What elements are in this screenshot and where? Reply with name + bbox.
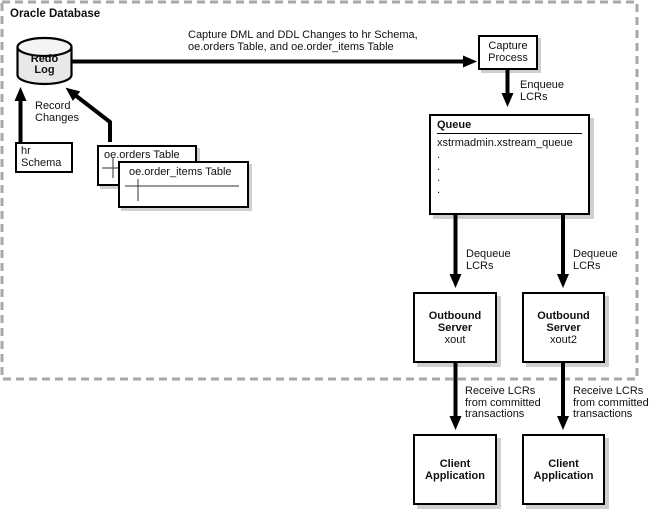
outbound-server-xout-title: Outbound Server [428, 309, 482, 334]
oracle-database-label: Oracle Database [10, 8, 101, 20]
record-changes-label: Record Changes [35, 100, 80, 124]
queue-box: Queue xstrmadmin.xstream_queue . . . . [429, 114, 590, 215]
client-application-box-right: Client Application [522, 434, 605, 505]
queue-title: Queue [437, 119, 582, 134]
outbound-server-xout-name: xout [444, 333, 466, 346]
client-application-label-left: Client Application [425, 457, 485, 482]
receive-lcrs-label-left: Receive LCRs from committed transactions [465, 385, 541, 420]
oe-orders-table-label: oe.orders Table [104, 149, 180, 161]
hr-schema-box: hr Schema [15, 142, 73, 173]
enqueue-lcrs-label: Enqueue LCRs [520, 79, 565, 103]
client-application-label-right: Client Application [533, 457, 594, 482]
redo-log-label: Redo Log [30, 53, 59, 76]
hr-schema-label: hr Schema [21, 145, 62, 169]
queue-dots: . . . . [437, 149, 441, 196]
outbound-server-xout2-name: xout2 [550, 333, 577, 346]
client-application-box-left: Client Application [413, 434, 497, 505]
capture-changes-label: Capture DML and DDL Changes to hr Schema… [188, 29, 418, 53]
queue-name: xstrmadmin.xstream_queue [437, 137, 573, 149]
orders-to-redo-arrow [65, 87, 112, 142]
capture-process-box: Capture Process [478, 35, 538, 70]
outbound-server-xout-box: Outbound Server xout [413, 292, 497, 363]
outbound-server-xout2-box: Outbound Server xout2 [522, 292, 605, 363]
dequeue-lcrs-label-left: Dequeue LCRs [466, 248, 511, 272]
capture-process-label: Capture Process [488, 40, 528, 64]
oe-order-items-table-label: oe.order_items Table [129, 166, 232, 178]
dequeue-lcrs-label-right: Dequeue LCRs [573, 248, 618, 272]
oe-order-items-table-box: oe.order_items Table [118, 161, 249, 208]
outbound-server-xout2-title: Outbound Server [537, 309, 590, 334]
receive-lcrs-label-right: Receive LCRs from committed transactions [573, 385, 649, 420]
